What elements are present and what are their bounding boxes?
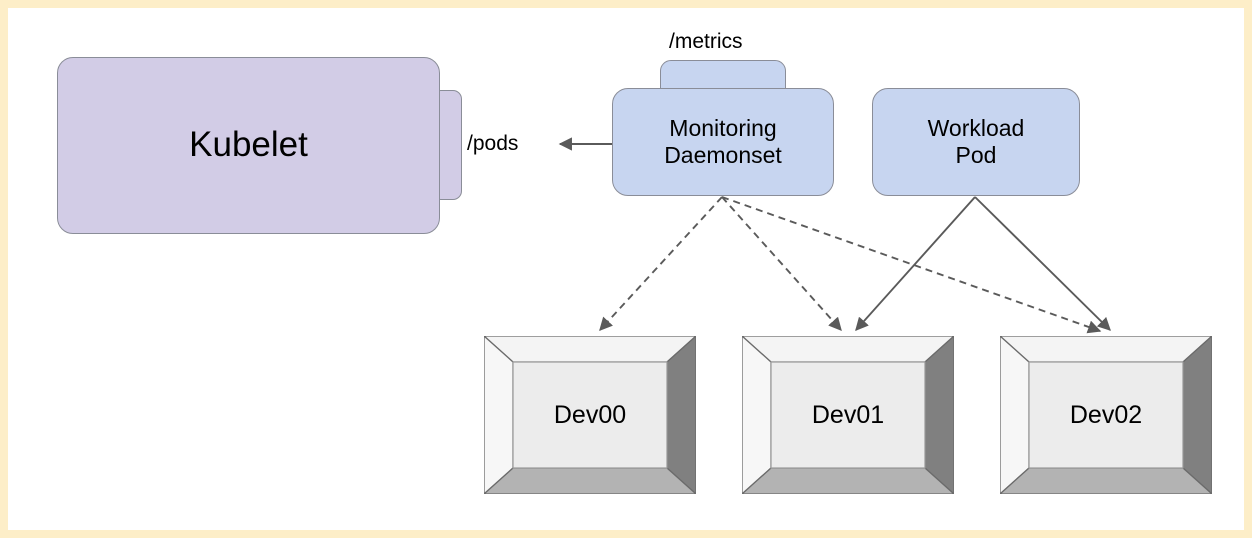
workload-label-line2: Pod [955,142,997,168]
monitoring-label-line2: Daemonset [664,142,782,168]
device-dev02[interactable]: Dev02 [1000,336,1212,494]
monitoring-label-line1: Monitoring [669,115,777,142]
dev01-label: Dev01 [811,400,885,429]
dev01-frame-icon [742,336,954,494]
node-kubelet[interactable]: Kubelet [57,57,440,234]
device-dev00[interactable]: Dev00 [484,336,696,494]
dev02-label: Dev02 [1069,400,1143,429]
workload-pod-label: Workload Pod [928,115,1025,168]
device-dev01[interactable]: Dev01 [742,336,954,494]
pods-port-label: /pods [467,132,519,155]
kubelet-label: Kubelet [189,125,308,165]
dev02-frame-icon [1000,336,1212,494]
dev00-label: Dev00 [553,400,627,429]
node-monitoring-daemonset[interactable]: Monitoring Daemonset [612,88,834,196]
node-workload-pod[interactable]: Workload Pod [872,88,1080,196]
monitoring-daemonset-label: Monitoring Daemonset [664,115,782,168]
metrics-port-label: /metrics [669,30,743,53]
workload-label-line1: Workload [927,115,1025,142]
dev00-frame-icon [484,336,696,494]
